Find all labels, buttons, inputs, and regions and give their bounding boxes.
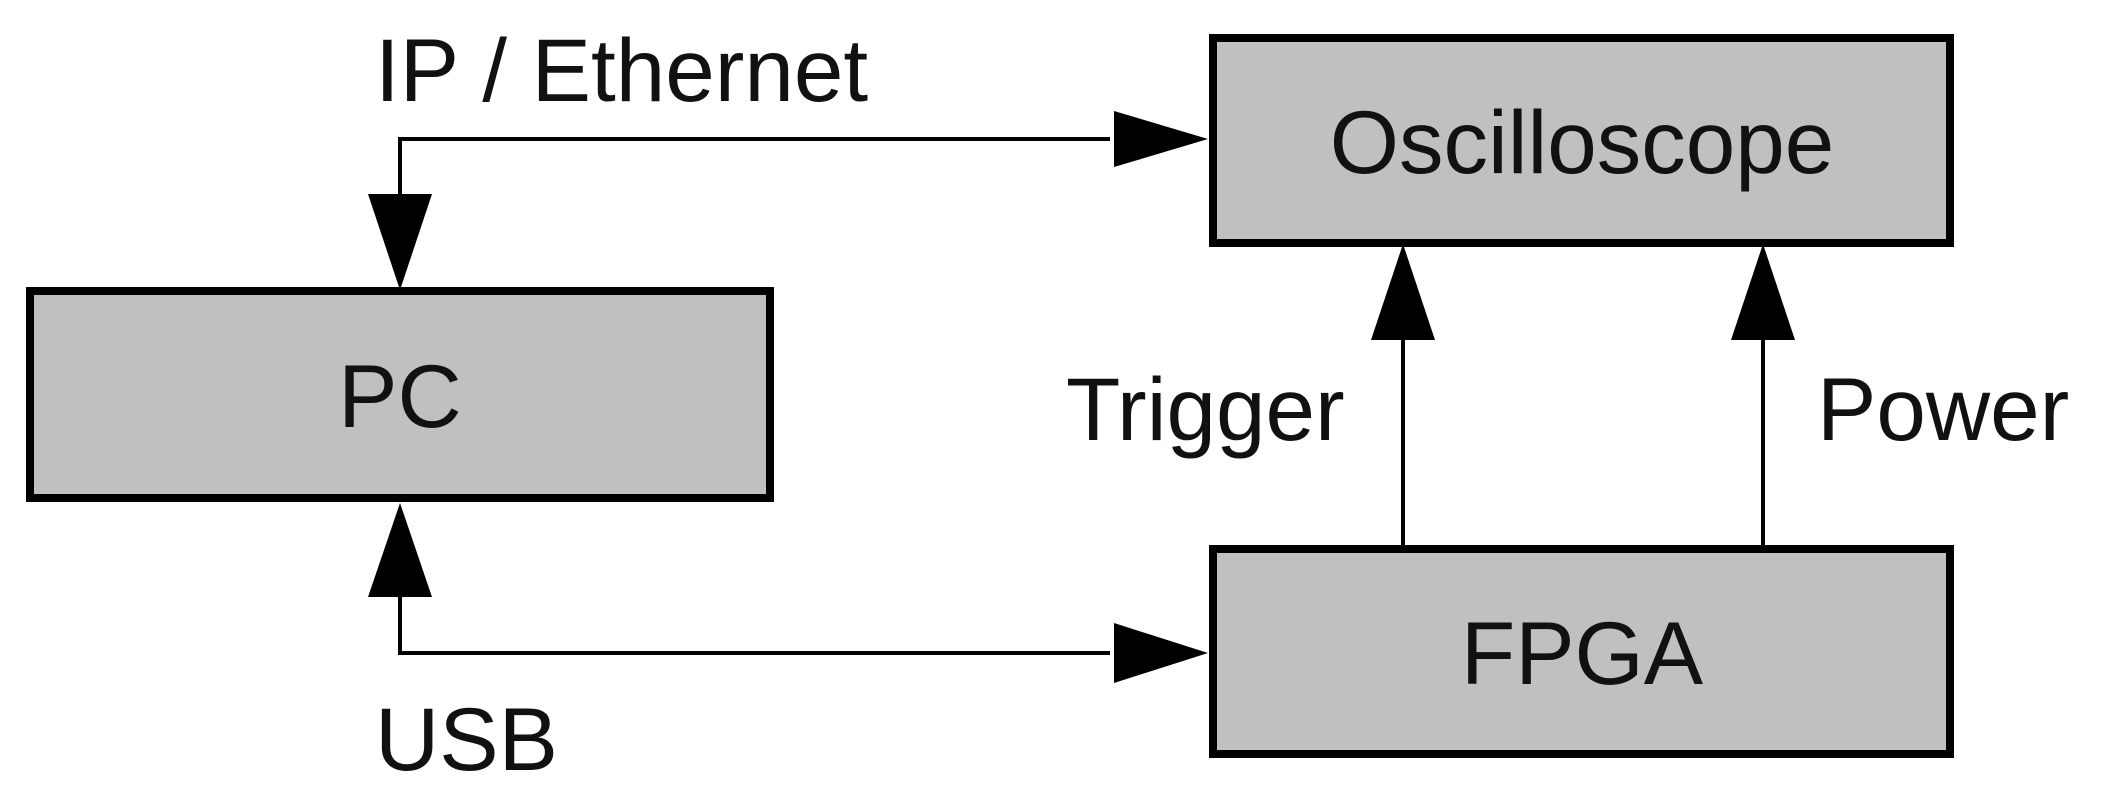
arrow-head-to-pc-from-usb (368, 503, 432, 597)
edge-power: Power (1731, 244, 2069, 547)
edge-label-power: Power (1817, 359, 2069, 459)
arrow-head-power (1731, 244, 1795, 340)
edge-label-ip-ethernet: IP / Ethernet (375, 20, 868, 120)
arrow-head-to-pc (368, 194, 432, 290)
node-fpga: FPGA (1209, 545, 1954, 758)
node-oscilloscope-label: Oscilloscope (1330, 92, 1835, 192)
edge-ip-ethernet: IP / Ethernet (368, 20, 1208, 290)
edge-usb: USB (368, 503, 1208, 789)
edge-label-usb: USB (375, 689, 558, 789)
arrow-head-trigger (1371, 244, 1435, 340)
node-pc-label: PC (338, 346, 462, 446)
node-oscilloscope-box (1209, 34, 1954, 247)
arrow-head-to-fpga (1114, 623, 1208, 683)
edge-ip-ethernet-line (398, 137, 1110, 240)
node-pc-box (26, 287, 774, 502)
edge-trigger: Trigger (1066, 244, 1435, 547)
edge-usb-line (398, 550, 1110, 655)
node-pc: PC (26, 287, 774, 502)
node-fpga-label: FPGA (1461, 603, 1704, 703)
arrow-head-to-oscilloscope (1114, 111, 1208, 167)
node-fpga-box (1209, 545, 1954, 758)
node-oscilloscope: Oscilloscope (1209, 34, 1954, 247)
edge-label-trigger: Trigger (1066, 359, 1345, 459)
